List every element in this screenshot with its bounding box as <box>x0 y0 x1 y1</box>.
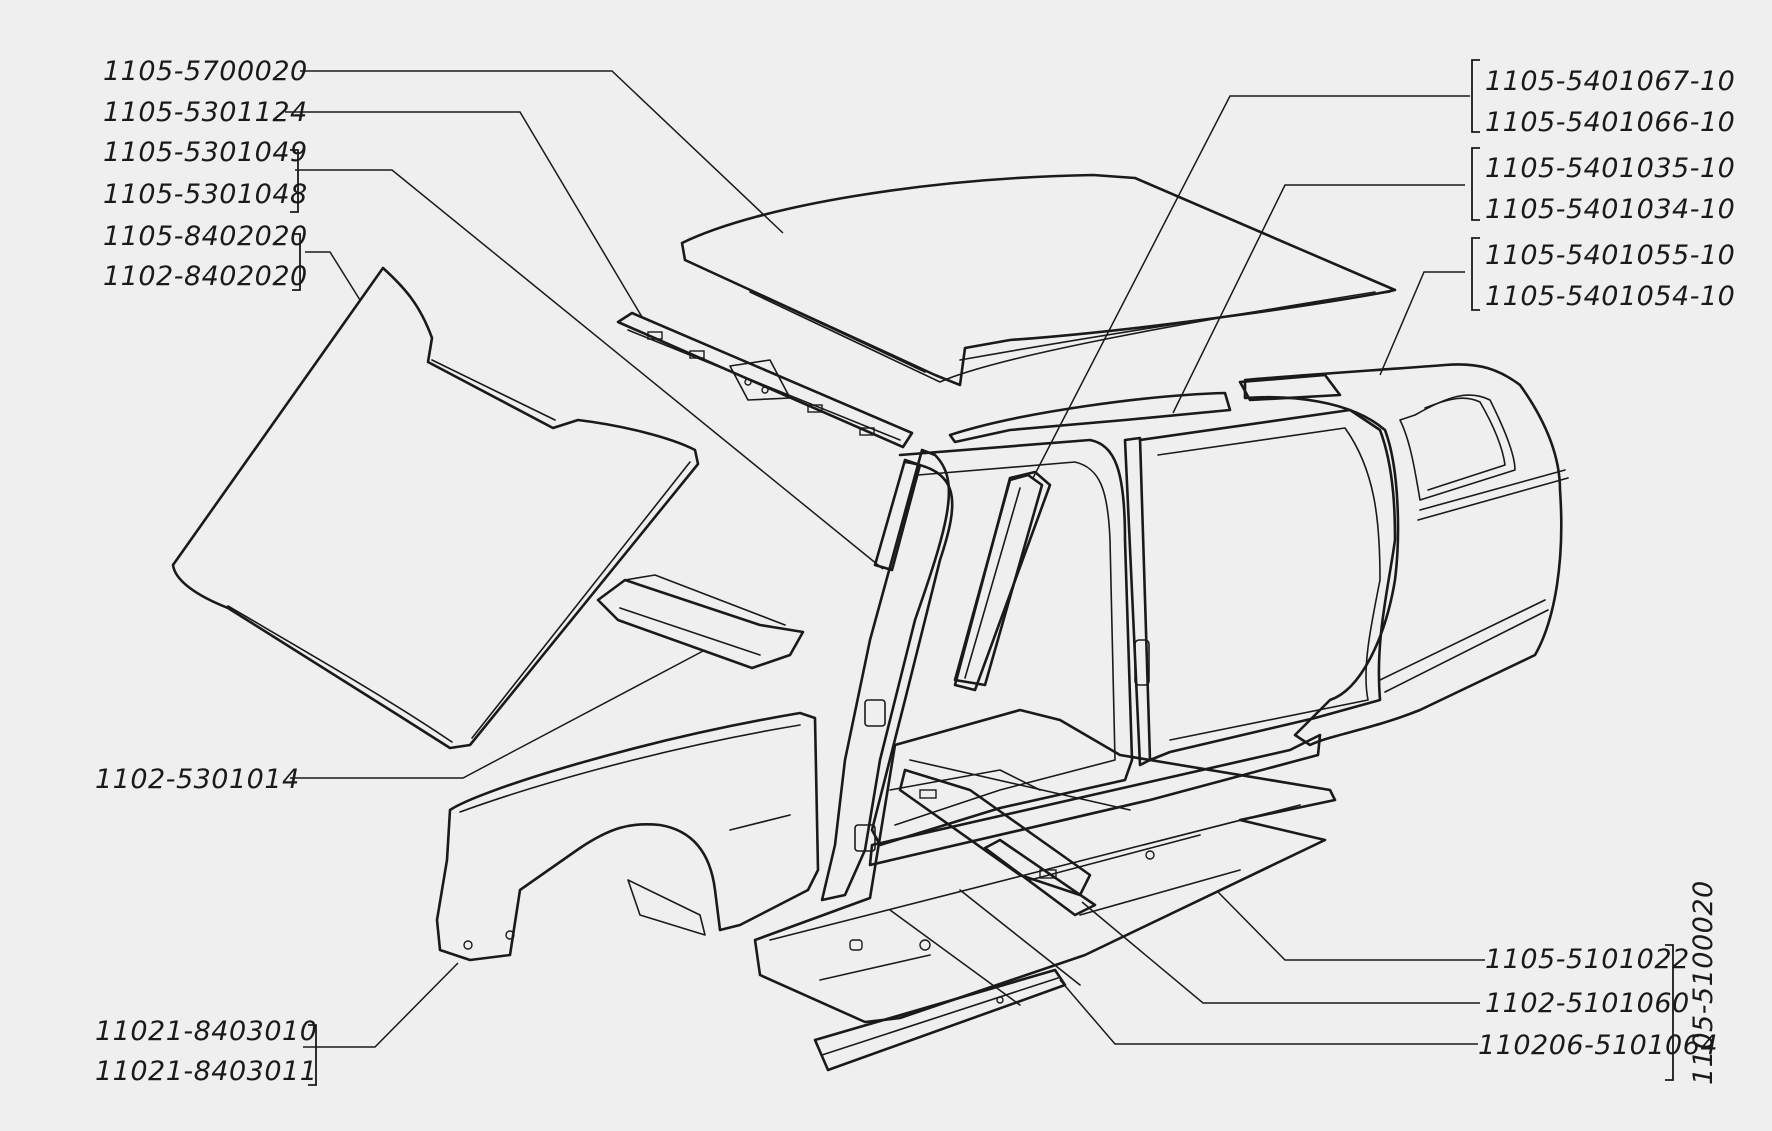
label-roof: 1105-5700020 <box>103 56 308 87</box>
label-front-fender-left: 11021-8403011 <box>95 1056 317 1087</box>
windshield-upper-rail <box>616 311 914 449</box>
windshield-pillar-left <box>873 458 922 572</box>
label-cowl-panel: 1102-5301014 <box>95 764 300 795</box>
label-body-side-left: 1105-5401054-10 <box>1485 281 1735 312</box>
label-windshield-upper-rail: 1105-5301124 <box>103 97 308 128</box>
label-floor-panel: 1105-5101022 <box>1485 944 1690 975</box>
label-roof-side-rail-left: 1105-5401034-10 <box>1485 194 1735 225</box>
label-hood-a: 1105-8402020 <box>103 221 308 252</box>
label-roof-side-rail-right: 1105-5401035-10 <box>1485 153 1735 184</box>
label-hood-b: 1102-8402020 <box>103 261 308 292</box>
windshield-pillar-right <box>953 473 1044 687</box>
label-front-fender-right: 11021-8403010 <box>95 1016 317 1047</box>
cowl-panel <box>596 574 805 670</box>
label-body-side-right: 1105-5401055-10 <box>1485 240 1735 271</box>
label-brackets <box>290 59 1674 1086</box>
part-labels: 1105-5700020 1105-5301124 1105-5301049 1… <box>95 56 1735 1087</box>
leader-lines <box>285 70 1485 1048</box>
label-assembly-number: 1105-5100020 <box>1688 880 1719 1085</box>
roof-panel <box>680 173 1397 387</box>
label-windshield-pillar-right: 1105-5301049 <box>103 137 308 168</box>
hood-panel <box>171 266 700 750</box>
b-pillar-reinforcement <box>953 470 1052 692</box>
label-b-pillar-reinforcement-right: 1105-5401067-10 <box>1485 66 1735 97</box>
body-side-panel <box>820 363 1569 902</box>
label-floor-cross-member: 1102-5101060 <box>1485 988 1690 1019</box>
label-windshield-pillar-left: 1105-5301048 <box>103 179 308 210</box>
floor-panel <box>753 708 1337 1024</box>
label-b-pillar-reinforcement-left: 1105-5401066-10 <box>1485 107 1735 138</box>
front-fender <box>435 711 820 962</box>
label-sill-panel: 110206-5101064 <box>1478 1030 1718 1061</box>
sill-panel <box>813 968 1067 1072</box>
